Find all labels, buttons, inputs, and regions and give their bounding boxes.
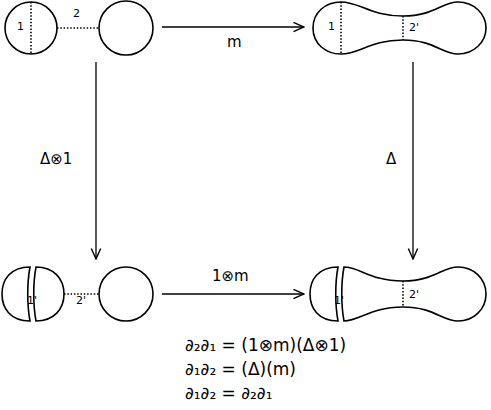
map-label: Δ — [386, 150, 396, 168]
dotted-arc — [402, 281, 404, 307]
equation: ∂₁∂₂ = ∂₂∂₁ — [185, 382, 272, 404]
surface-component — [99, 1, 153, 55]
surface-component — [313, 2, 486, 54]
surface-component — [34, 267, 64, 321]
surface-component — [310, 267, 338, 321]
surface-component — [5, 2, 57, 54]
arc-number: 1 — [17, 21, 24, 33]
arc-number: 2' — [409, 22, 419, 34]
map-arrow — [412, 62, 413, 259]
surface-state: 12 — [0, 2, 158, 56]
map-arrow — [162, 26, 304, 27]
surface-component — [342, 267, 486, 321]
surface-state: 1' 2' — [308, 265, 490, 323]
dotted-arc — [57, 27, 99, 29]
equation: ∂₂∂₁ = (1⊗m)(Δ⊗1) — [185, 334, 346, 356]
dotted-arc — [402, 16, 404, 40]
surface-component — [2, 267, 30, 321]
surface-state: 1 2' — [308, 2, 490, 56]
arc-number: 1 — [328, 21, 335, 33]
surface-outline — [308, 2, 490, 56]
dotted-arc — [30, 2, 32, 54]
surface-component — [99, 267, 153, 321]
arc-number: 2' — [76, 295, 86, 307]
surface-state: 1' 2' — [0, 265, 158, 323]
surface-outline — [308, 265, 490, 323]
surface-outline — [0, 265, 158, 323]
map-label: Δ⊗1 — [40, 150, 72, 168]
arc-number: 2 — [73, 8, 80, 20]
map-arrow — [162, 293, 304, 294]
dotted-arc — [340, 2, 342, 54]
map-label: 1⊗m — [212, 267, 249, 285]
map-label: m — [227, 33, 242, 51]
arc-number: 1' — [27, 295, 37, 307]
map-arrow — [95, 62, 96, 259]
equation: ∂₁∂₂ = (Δ)(m) — [185, 358, 296, 380]
arc-number: 2' — [409, 289, 419, 301]
arc-number: 1' — [334, 295, 344, 307]
